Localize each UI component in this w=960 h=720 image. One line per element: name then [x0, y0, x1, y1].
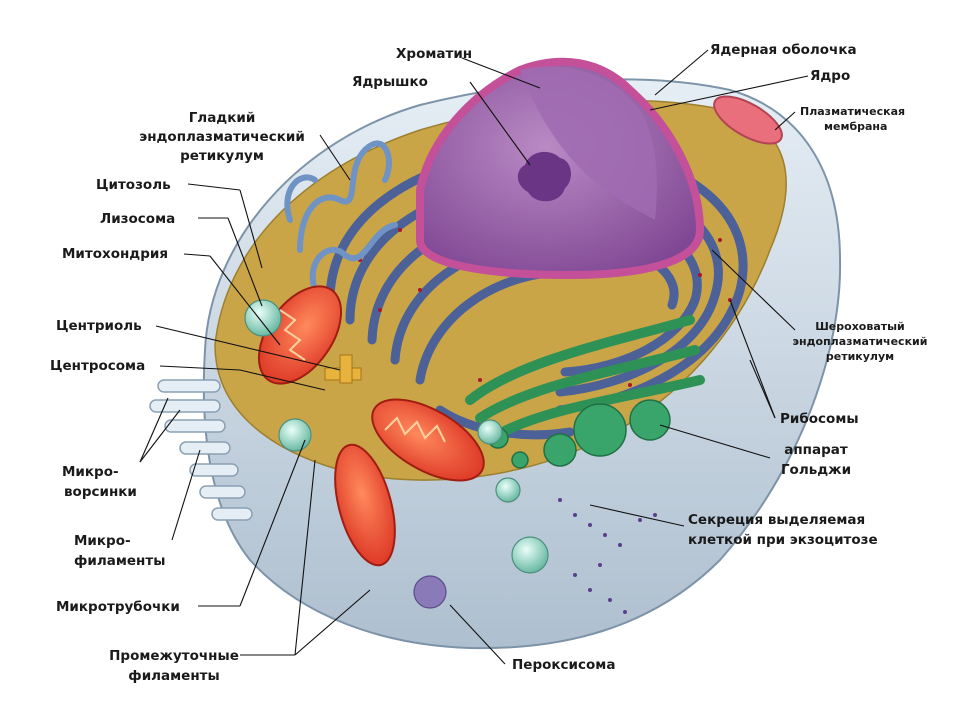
label-microvilli-2: ворсинки	[64, 484, 137, 500]
label-smooth-er-3: ретикулум	[180, 148, 264, 164]
label-secretion-2: клеткой при экзоцитозе	[688, 532, 878, 548]
labels: Хроматин Ядрышко Ядерная оболочка Ядро П…	[50, 42, 927, 684]
label-centriole: Центриоль	[56, 318, 142, 334]
label-smooth-er-2: эндоплазматический	[139, 129, 305, 145]
nucleus-inner-face	[520, 66, 657, 220]
golgi-shape	[465, 315, 705, 441]
leader-lines	[139, 49, 809, 665]
golgi-vesicles	[487, 399, 671, 469]
smooth-er-shape	[284, 140, 398, 293]
vesicles	[244, 299, 549, 609]
secretion-dots	[558, 498, 657, 614]
label-secretion-1: Секреция выделяемая	[688, 512, 865, 528]
label-golgi-2: Гольджи	[781, 462, 851, 478]
label-centrosome: Центросома	[50, 358, 145, 374]
label-microfilaments-1: Микро-	[74, 533, 131, 549]
label-microfilaments-2: филаменты	[74, 553, 165, 569]
label-smooth-er-1: Гладкий	[189, 110, 256, 126]
label-plasma-membrane-1: Плазматическая	[800, 105, 905, 118]
label-plasma-membrane-2: мембрана	[824, 120, 887, 133]
label-golgi-1: аппарат	[784, 442, 848, 458]
nucleolus-shape	[517, 151, 572, 202]
label-intermediate-filaments-1: Промежуточные	[109, 648, 239, 664]
label-nuclear-envelope: Ядерная оболочка	[710, 42, 857, 58]
label-mitochondrion: Митохондрия	[62, 246, 168, 262]
label-chromatin: Хроматин	[396, 46, 472, 62]
label-rough-er-3: ретикулум	[826, 350, 894, 363]
label-nucleolus: Ядрышко	[352, 74, 428, 90]
label-peroxisome: Пероксисома	[512, 657, 615, 673]
label-lysosome: Лизосома	[100, 211, 175, 227]
label-rough-er-2: эндоплазматический	[793, 335, 928, 348]
centrosome-shape	[324, 354, 362, 384]
label-intermediate-filaments-2: филаменты	[128, 668, 219, 684]
label-rough-er-1: Шероховатый	[815, 320, 905, 333]
microvilli-shape	[149, 379, 253, 521]
label-cytosol: Цитозоль	[96, 177, 171, 193]
label-microtubules: Микротрубочки	[56, 599, 180, 615]
label-ribosomes: Рибосомы	[780, 411, 859, 427]
label-microvilli-1: Микро-	[62, 464, 119, 480]
label-nucleus: Ядро	[810, 68, 850, 84]
